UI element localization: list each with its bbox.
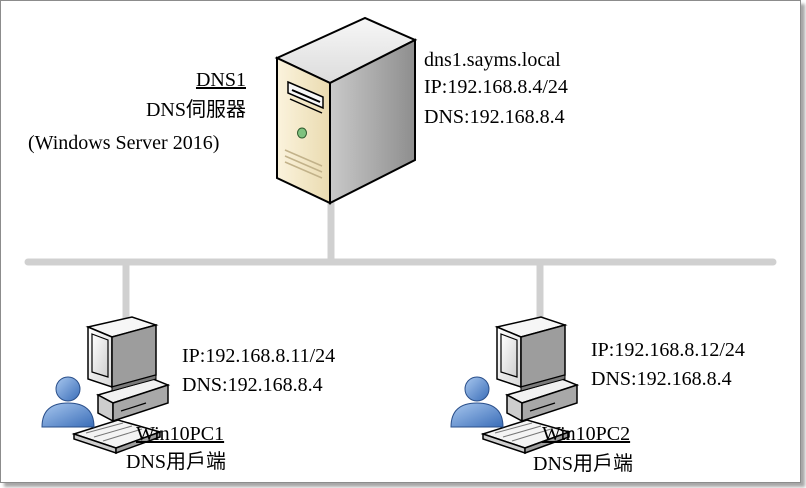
client1-dns: DNS:192.168.8.4: [182, 374, 323, 396]
server-tower-icon: [274, 16, 418, 205]
client2-ip: IP:192.168.8.12/24: [591, 339, 745, 361]
client1-role: DNS用戶端: [126, 451, 227, 473]
server-role: DNS伺服器: [145, 99, 246, 121]
client1-ip: IP:192.168.8.11/24: [182, 345, 336, 367]
server-fqdn: dns1.sayms.local: [424, 49, 561, 71]
server-name: DNS1: [195, 69, 246, 91]
client2-dns: DNS:192.168.8.4: [591, 368, 732, 390]
client1-name: Win10PC1: [136, 423, 225, 445]
network-backbone: [24, 200, 777, 322]
server-os: (Windows Server 2016): [28, 132, 220, 154]
server-ip: IP:192.168.8.4/24: [424, 76, 568, 98]
server-dns: DNS:192.168.8.4: [424, 106, 565, 128]
client2-role: DNS用戶端: [533, 453, 634, 475]
client2-name: Win10PC2: [542, 423, 631, 445]
